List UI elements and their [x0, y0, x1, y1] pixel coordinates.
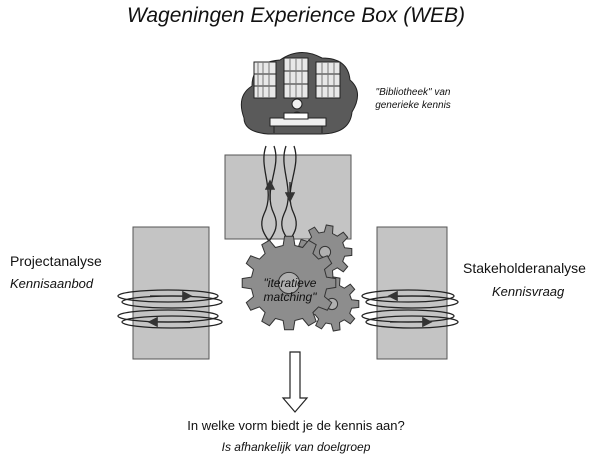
library-caption: "Bibliotheek" van generieke kennis	[358, 86, 468, 112]
library-illustration	[240, 52, 358, 135]
library-caption-line2: generieke kennis	[375, 100, 451, 111]
bookshelf-center	[283, 57, 309, 99]
right-panel-title: Stakeholderanalyse	[463, 260, 586, 276]
down-arrow	[281, 351, 309, 413]
gears-label: "iteratieve matching"	[252, 276, 328, 304]
left-exchange-loops	[117, 289, 223, 329]
iterative-matching-gears	[241, 224, 360, 332]
question-text: In welke vorm biedt je de kennis aan?	[187, 418, 405, 433]
gears-label-line2: matching"	[263, 290, 317, 304]
right-exchange-loops	[361, 289, 459, 329]
gear-large-hub	[277, 271, 301, 295]
right-panel-subtitle: Kennisvraag	[492, 284, 565, 299]
right-panel	[376, 226, 448, 360]
gear-small-hub	[318, 245, 332, 259]
answer-text: Is afhankelijk van doelgroep	[221, 440, 371, 454]
library-caption-line1: "Bibliotheek" van	[375, 87, 451, 98]
reading-desk	[269, 112, 327, 133]
bookshelf-right	[315, 61, 341, 99]
diagram-title: Wageningen Experience Box (WEB)	[126, 4, 466, 27]
left-panel-title: Projectanalyse	[10, 253, 102, 269]
left-panel-subtitle: Kennisaanbod	[10, 276, 94, 291]
bookshelf-left	[253, 61, 277, 99]
left-panel	[132, 226, 210, 360]
gears-label-line1: "iteratieve	[263, 276, 317, 290]
